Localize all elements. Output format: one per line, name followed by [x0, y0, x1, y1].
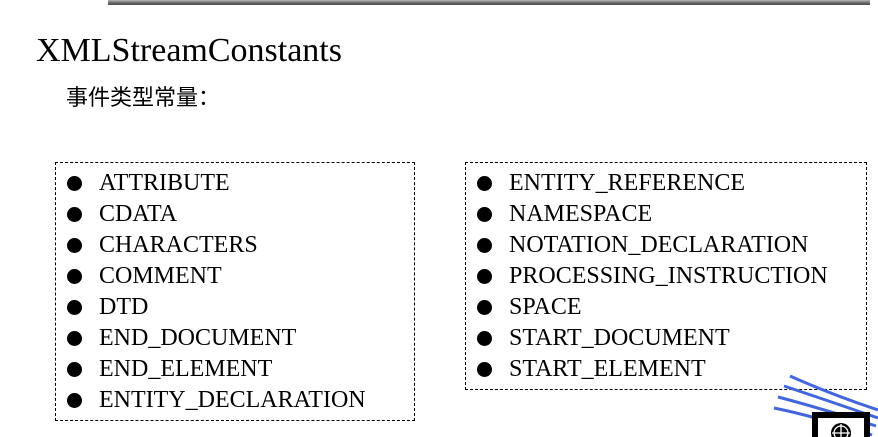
bullet-icon [67, 176, 82, 191]
constant-name: COMMENT [99, 263, 222, 289]
constant-name: END_DOCUMENT [99, 325, 297, 351]
bullet-icon [477, 269, 492, 284]
list-item: SPACE [466, 292, 866, 323]
list-item: START_ELEMENT [466, 354, 866, 385]
list-item: ENTITY_DECLARATION [56, 385, 414, 416]
corner-logo-icon [768, 370, 878, 437]
bullet-icon [67, 269, 82, 284]
bullet-icon [67, 362, 82, 377]
bullet-icon [477, 300, 492, 315]
list-item: NAMESPACE [466, 199, 866, 230]
constant-name: DTD [99, 294, 149, 320]
constants-box-right: ENTITY_REFERENCE NAMESPACE NOTATION_DECLAR… [465, 162, 867, 390]
bullet-icon [67, 300, 82, 315]
constant-name: CHARACTERS [99, 232, 258, 258]
constant-name: ENTITY_REFERENCE [509, 170, 745, 196]
constant-name: START_ELEMENT [509, 356, 706, 382]
constant-name: PROCESSING_INSTRUCTION [509, 263, 828, 289]
list-item: NOTATION_DECLARATION [466, 230, 866, 261]
header-divider-bar [108, 0, 870, 5]
constant-name: SPACE [509, 294, 582, 320]
page-subtitle: 事件类型常量： [66, 85, 221, 110]
list-item: END_ELEMENT [56, 354, 414, 385]
bullet-icon [67, 393, 82, 408]
page-title: XMLStreamConstants [36, 32, 342, 69]
bullet-icon [477, 207, 492, 222]
constant-name: START_DOCUMENT [509, 325, 730, 351]
bullet-icon [67, 207, 82, 222]
constants-list-right: ENTITY_REFERENCE NAMESPACE NOTATION_DECLAR… [466, 163, 866, 385]
bullet-icon [477, 238, 492, 253]
constant-name: CDATA [99, 201, 178, 227]
list-item: START_DOCUMENT [466, 323, 866, 354]
bullet-icon [67, 331, 82, 346]
list-item: PROCESSING_INSTRUCTION [466, 261, 866, 292]
list-item: END_DOCUMENT [56, 323, 414, 354]
list-item: DTD [56, 292, 414, 323]
constant-name: END_ELEMENT [99, 356, 273, 382]
bullet-icon [477, 362, 492, 377]
constants-list-left: ATTRIBUTE CDATA CHARACTERS COMMENT DTD END_DO… [56, 163, 414, 416]
constant-name: NOTATION_DECLARATION [509, 232, 809, 258]
constant-name: ATTRIBUTE [99, 170, 230, 196]
bullet-icon [67, 238, 82, 253]
constant-name: ENTITY_DECLARATION [99, 387, 366, 413]
bullet-icon [477, 331, 492, 346]
list-item: COMMENT [56, 261, 414, 292]
constants-box-left: ATTRIBUTE CDATA CHARACTERS COMMENT DTD END_DO… [55, 162, 415, 421]
list-item: CDATA [56, 199, 414, 230]
list-item: ATTRIBUTE [56, 168, 414, 199]
list-item: CHARACTERS [56, 230, 414, 261]
constant-name: NAMESPACE [509, 201, 653, 227]
list-item: ENTITY_REFERENCE [466, 168, 866, 199]
bullet-icon [477, 176, 492, 191]
